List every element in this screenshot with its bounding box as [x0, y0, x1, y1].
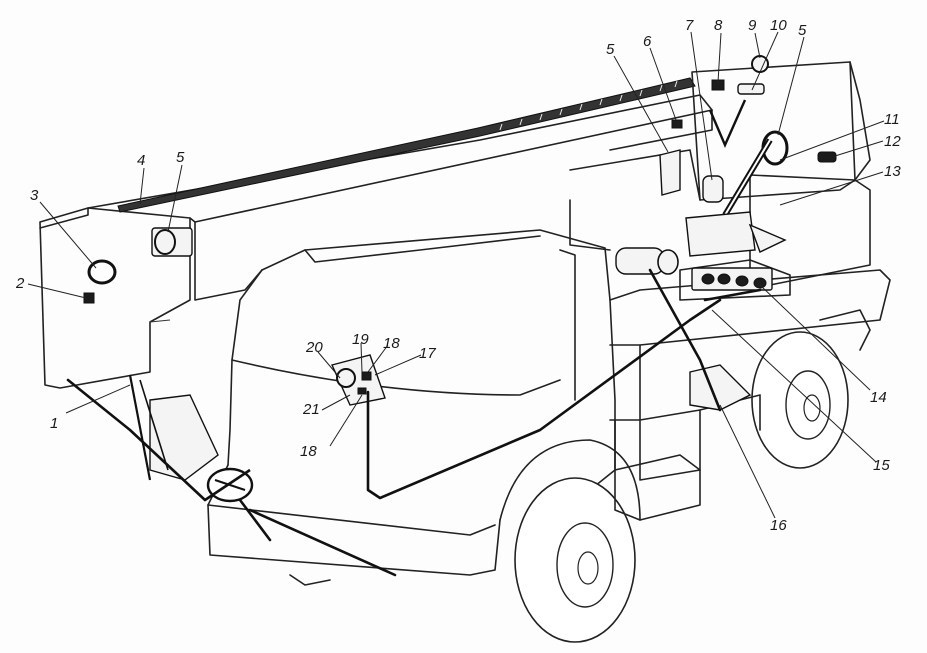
wiring-harness [366, 268, 762, 500]
callout-5-cabin: 5 [798, 22, 807, 39]
front-attachment [66, 374, 397, 577]
generator-icon [615, 247, 665, 275]
callout-5-mast: 5 [606, 41, 615, 58]
head-lamp-icon [87, 259, 117, 285]
callout-11: 11 [884, 111, 900, 128]
callout-labels: 1 2 3 4 5 5 5 6 7 8 9 10 11 12 13 14 15 … [15, 17, 901, 534]
switch-icon [737, 83, 765, 95]
crane-boom [39, 77, 713, 389]
front-wheel [499, 439, 641, 643]
boom-lamp-icon [151, 227, 193, 257]
mast-lamp-icon [659, 149, 681, 196]
callout-12: 12 [884, 133, 901, 150]
callout-14: 14 [870, 389, 887, 406]
callout-19: 19 [352, 331, 369, 348]
relay-box-icon [685, 211, 756, 257]
callout-4: 4 [137, 152, 145, 169]
callout-15: 15 [873, 457, 890, 474]
callout-8: 8 [714, 17, 723, 34]
callout-5-boom: 5 [176, 149, 185, 166]
limit-switch-icon [671, 119, 683, 129]
leader-lines [27, 31, 885, 519]
indicator-icon [817, 151, 837, 163]
superstructure [569, 55, 871, 301]
outrigger-icon [689, 364, 752, 411]
callout-17: 17 [419, 345, 436, 362]
callout-1: 1 [50, 415, 58, 432]
callout-2: 2 [15, 275, 25, 292]
callout-18-top: 18 [383, 335, 400, 352]
chassis [609, 269, 891, 521]
callout-20: 20 [305, 339, 323, 356]
horn-icon [702, 175, 724, 203]
callout-9: 9 [748, 17, 757, 34]
callout-6: 6 [643, 33, 652, 50]
callout-18-bottom: 18 [300, 443, 317, 460]
connector-block-icon [691, 267, 773, 291]
callout-3: 3 [30, 187, 39, 204]
callout-16: 16 [770, 517, 787, 534]
callout-13: 13 [884, 163, 901, 180]
callout-10: 10 [770, 17, 787, 34]
beacon-icon [751, 55, 769, 73]
rear-wheel [751, 331, 849, 469]
callout-7: 7 [685, 17, 694, 34]
callout-21: 21 [302, 401, 320, 418]
